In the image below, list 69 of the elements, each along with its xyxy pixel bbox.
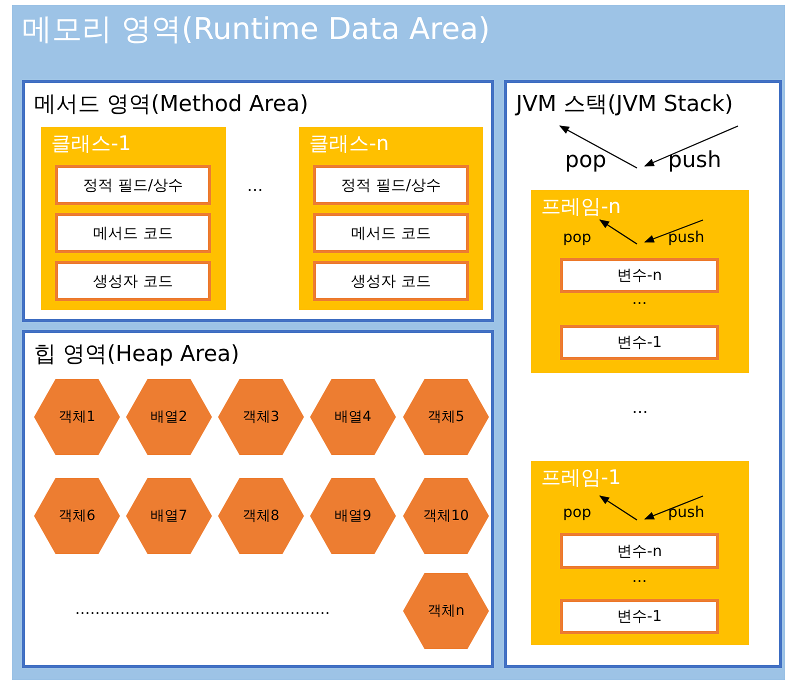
- hexagon-node: [310, 478, 396, 554]
- frame-title: 프레임-1: [541, 464, 621, 491]
- class-title: 클래스-n: [309, 130, 389, 157]
- pop-label: pop: [563, 228, 592, 246]
- hexagon-node: [403, 478, 489, 554]
- frame-box: [531, 461, 749, 645]
- item-box: [55, 261, 211, 301]
- hexagon-label: 객체1: [58, 408, 96, 426]
- area-title: JVM 스택(JVM Stack): [516, 91, 734, 119]
- hexagon-node: [34, 478, 120, 554]
- item-box: [313, 213, 469, 253]
- hexagon-node: [126, 478, 212, 554]
- ellipsis: …: [632, 398, 648, 417]
- item-label: 생성자 코드: [351, 272, 431, 290]
- item-box: [560, 599, 719, 634]
- item-box: [560, 533, 719, 569]
- ellipsis: …: [247, 176, 263, 195]
- item-box: [313, 165, 469, 205]
- item-label: 정적 필드/상수: [83, 176, 183, 194]
- hexagon-node: [218, 478, 304, 554]
- item-label: 변수-n: [617, 542, 662, 560]
- item-box: [55, 213, 211, 253]
- item-label: 생성자 코드: [93, 272, 173, 290]
- push-label: push: [668, 148, 722, 173]
- panel-title: 메모리 영역(Runtime Data Area): [22, 11, 490, 49]
- class-box: [41, 127, 226, 310]
- hexagon-label: 배열9: [334, 507, 372, 525]
- item-label: 정적 필드/상수: [341, 176, 441, 194]
- pop-label: pop: [563, 503, 592, 521]
- hexagon-node: [403, 573, 489, 649]
- class-box: [299, 127, 483, 310]
- hexagon-label: 객체3: [242, 408, 280, 426]
- item-box: [55, 165, 211, 205]
- memory-area-panel: [12, 5, 785, 680]
- class-title: 클래스-1: [51, 130, 131, 157]
- push-label: push: [668, 228, 704, 246]
- item-label: 메서드 코드: [93, 224, 173, 242]
- hexagon-node: [403, 379, 489, 455]
- item-label: 변수-1: [617, 333, 662, 352]
- hexagon-label: 배열2: [150, 408, 188, 426]
- item-label: 변수-1: [617, 607, 662, 626]
- hexagon-node: [34, 379, 120, 455]
- ellipsis: …: [632, 568, 647, 586]
- hexagon-label: 객체6: [58, 507, 96, 525]
- area-title: 힙 영역(Heap Area): [34, 341, 240, 369]
- area-title: 메서드 영역(Method Area): [34, 91, 308, 119]
- hexagon-label: 객체n: [428, 602, 464, 620]
- area-box: [504, 80, 782, 668]
- frame-box: [531, 190, 749, 373]
- area-box: [22, 330, 494, 668]
- item-box: [313, 261, 469, 301]
- frame-title: 프레임-n: [541, 193, 621, 220]
- hexagon-label: 객체10: [423, 507, 469, 525]
- item-label: 변수-n: [617, 266, 662, 285]
- hexagon-node: [126, 379, 212, 455]
- area-box: [22, 80, 494, 322]
- item-box: [560, 325, 719, 360]
- hexagon-node: [218, 379, 304, 455]
- item-label: 메서드 코드: [351, 224, 431, 242]
- hexagon-node: [310, 379, 396, 455]
- item-box: [560, 258, 719, 293]
- hexagon-label: 객체5: [428, 408, 464, 426]
- hexagon-label: 배열7: [150, 507, 188, 525]
- push-label: push: [668, 503, 704, 521]
- hexagon-label: 배열4: [334, 408, 372, 426]
- hexagon-label: 객체8: [242, 507, 280, 525]
- pop-label: pop: [565, 148, 606, 173]
- dotted-line-text: ……………………………………………: [75, 600, 330, 618]
- ellipsis: …: [632, 290, 647, 308]
